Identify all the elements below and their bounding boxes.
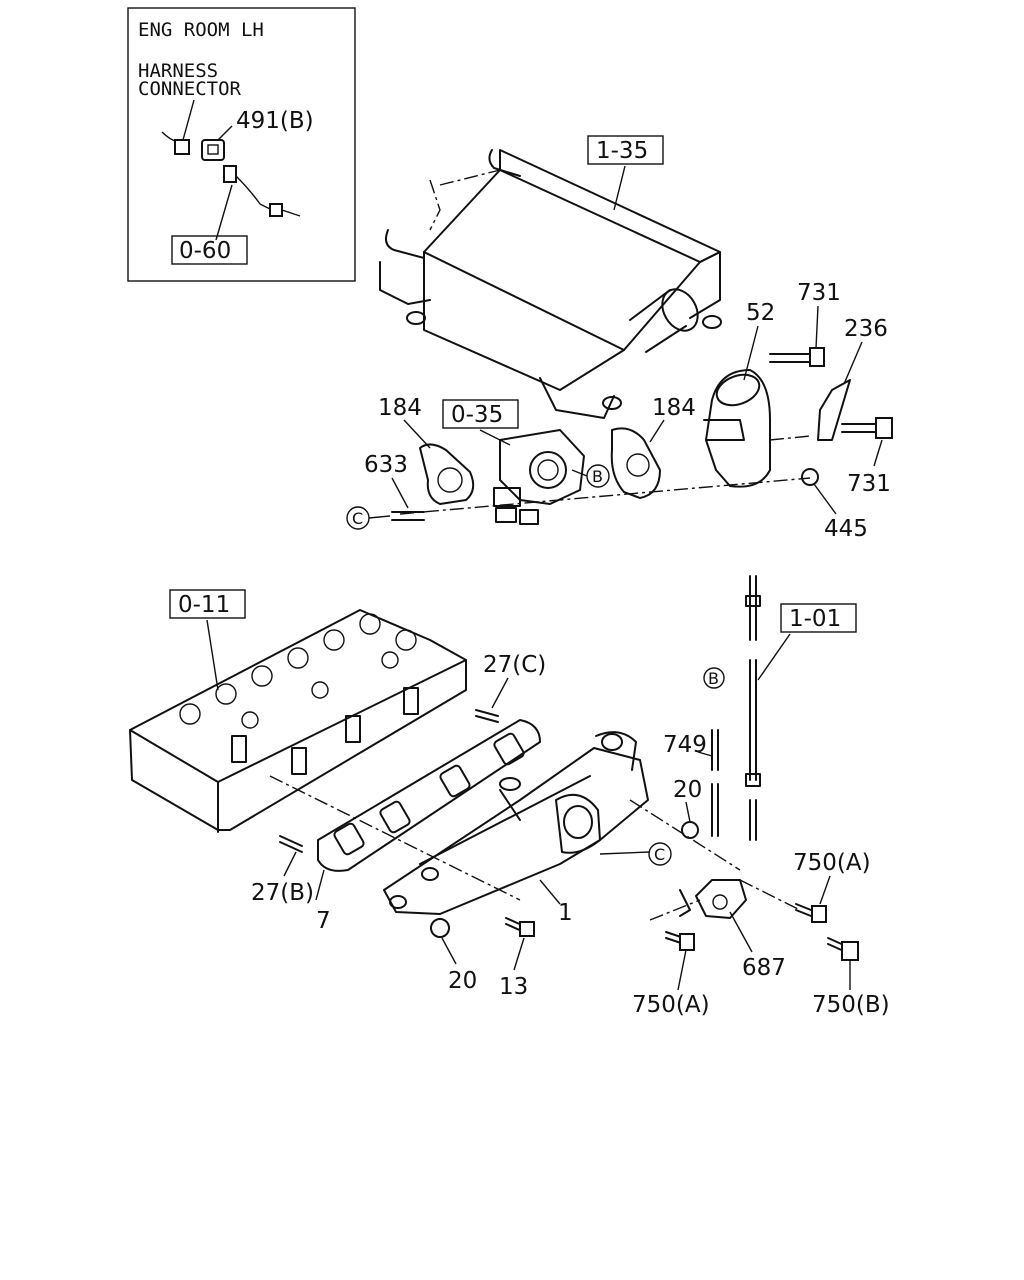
label-633: 633 [364, 452, 408, 478]
label-445: 445 [824, 516, 868, 542]
circled-c-2-label: C [654, 845, 665, 864]
callout-labels: 731 52 236 184 184 633 731 445 27(C) 749… [251, 280, 891, 1018]
egr-sensor-group: 1-01 B [649, 575, 859, 961]
label-687: 687 [742, 955, 786, 981]
inset-eng-room-lh: ENG ROOM LH HARNESS CONNECTOR 491(B) 0-6… [127, 7, 356, 282]
intercooler-assembly: 1-35 [379, 135, 722, 419]
circled-b-1-label: B [592, 467, 603, 486]
circled-b-2 [703, 667, 725, 689]
circled-b-2-label: B [708, 669, 719, 688]
ref-060-label: 0-60 [179, 238, 231, 264]
label-184-left: 184 [378, 395, 422, 421]
label-27b: 27(B) [251, 880, 314, 906]
inset-title: ENG ROOM LH [138, 19, 264, 41]
harness-connector-part [161, 131, 301, 217]
intake-manifold: C [383, 731, 741, 938]
inset-frame [127, 7, 356, 282]
inset-subtitle-1: HARNESS [138, 60, 218, 82]
ref-135-label: 1-35 [596, 138, 648, 164]
label-184-right: 184 [652, 395, 696, 421]
throttle-body-group: 0-35 C B [346, 399, 811, 530]
label-491b: 491(B) [236, 108, 314, 134]
leader-060 [215, 184, 233, 241]
label-750b: 750(B) [812, 992, 890, 1018]
label-236: 236 [844, 316, 888, 342]
label-1: 1 [558, 900, 573, 926]
cylinder-head: 0-11 [129, 589, 521, 901]
ref-box-035 [442, 399, 519, 429]
label-7: 7 [316, 908, 331, 934]
leader-harness [182, 99, 195, 141]
label-27c: 27(C) [483, 652, 546, 678]
ref-011-label: 0-11 [178, 592, 230, 618]
label-52: 52 [746, 300, 775, 326]
ref-box-135 [587, 135, 664, 165]
intake-gasket [279, 709, 541, 901]
label-20-right: 20 [673, 777, 702, 803]
label-750a-bottom: 750(A) [632, 992, 710, 1018]
label-731-bottom: 731 [847, 471, 891, 497]
circled-c-2 [648, 842, 672, 866]
ref-101-label: 1-01 [789, 606, 841, 632]
label-731-top: 731 [797, 280, 841, 306]
label-13: 13 [499, 974, 528, 1000]
label-20-bottom: 20 [448, 968, 477, 994]
ref-box-060 [171, 235, 248, 265]
label-750a-top: 750(A) [793, 850, 871, 876]
circled-c-1-label: C [352, 509, 363, 528]
inset-subtitle-2: CONNECTOR [138, 78, 242, 100]
ref-box-011 [169, 589, 246, 619]
pipe-52-bracket-group [703, 347, 893, 488]
ref-box-101 [780, 603, 857, 633]
label-749: 749 [663, 732, 707, 758]
ref-035-label: 0-35 [451, 402, 503, 428]
